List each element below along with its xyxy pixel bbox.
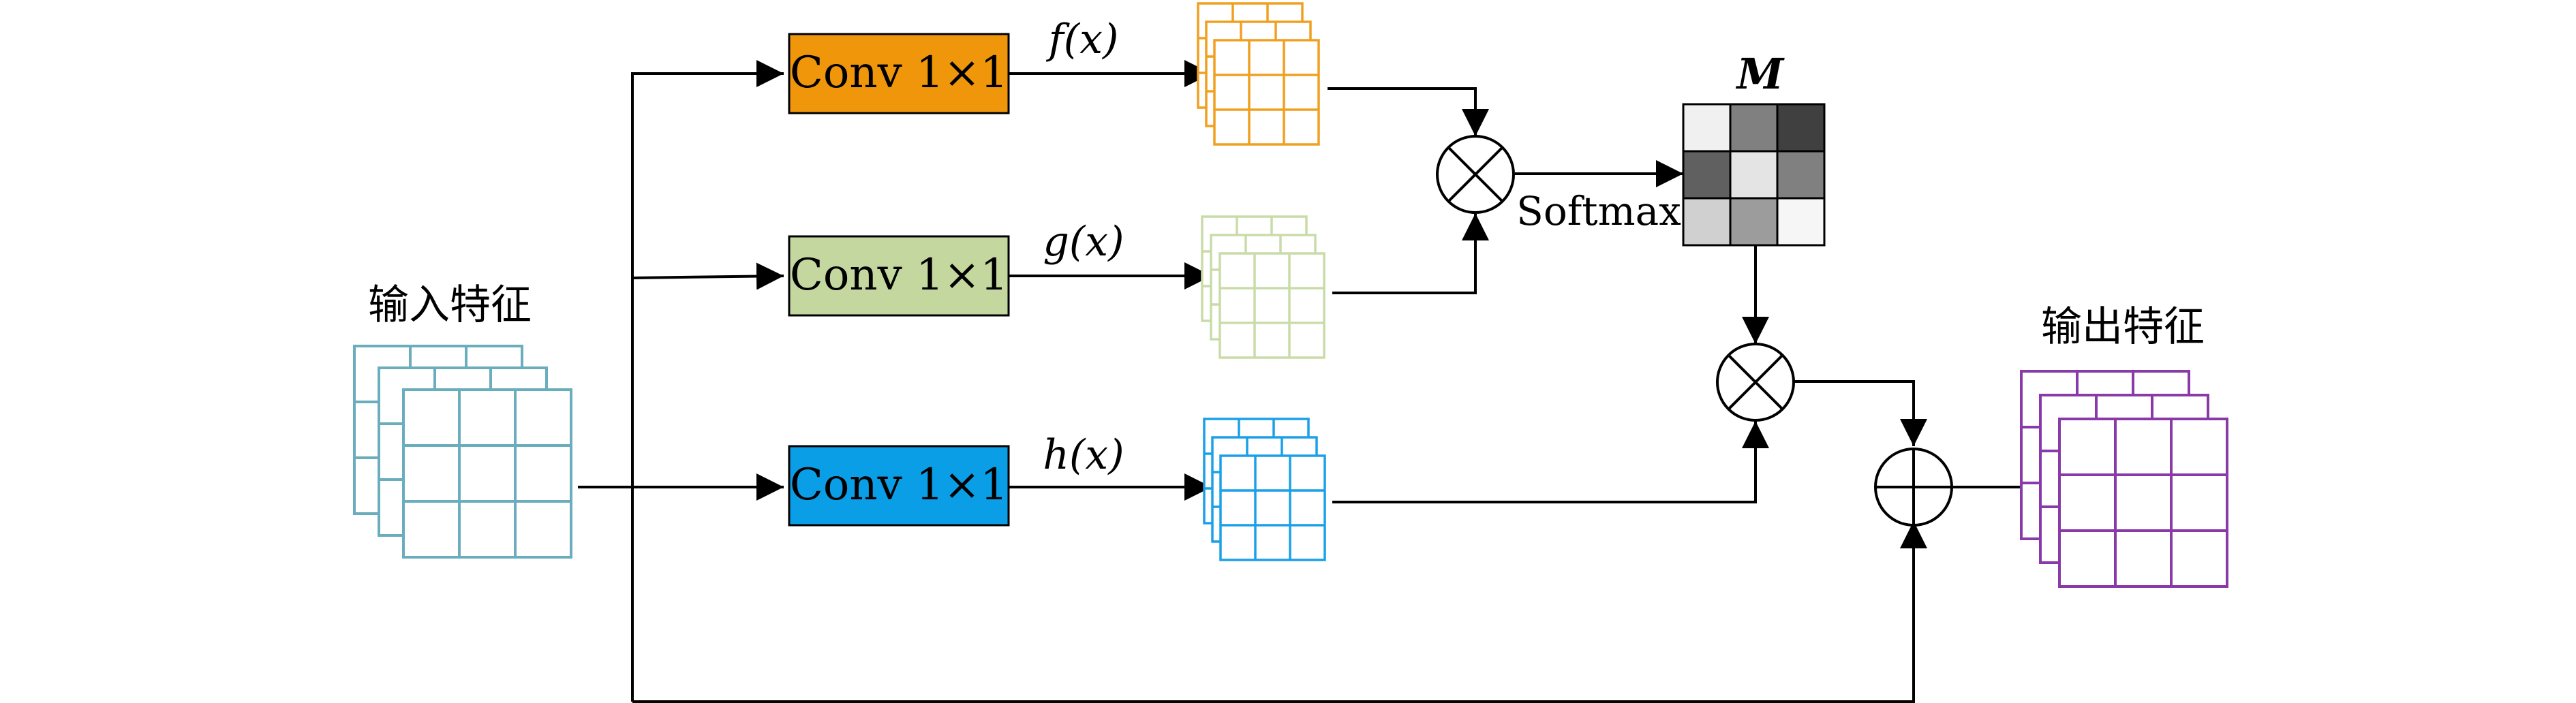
attention-map-cell xyxy=(1682,197,1732,247)
softmax-label: Softmax xyxy=(1516,188,1681,234)
edge-fx-to-multiply xyxy=(1328,87,1489,136)
input-feature-layer xyxy=(402,388,572,559)
attention-map-cell xyxy=(1729,150,1779,200)
attention-map-cell xyxy=(1682,150,1732,200)
conv-f-label: Conv 1×1 xyxy=(790,48,1008,98)
edge-residual-skip xyxy=(632,521,1927,703)
conv-h-box xyxy=(788,445,1010,527)
fx-feature-layer xyxy=(1213,39,1320,146)
attention-map-cell xyxy=(1776,150,1826,200)
conv-g-box xyxy=(788,235,1010,317)
multiply-operator-top xyxy=(1436,135,1515,214)
edge-trunk-to-conv-f xyxy=(631,60,784,702)
conv-f-node: Conv 1×1 xyxy=(788,33,1010,114)
hx-feature-layer xyxy=(1219,454,1326,561)
connections xyxy=(578,60,2053,703)
fx-label: f(x) xyxy=(1046,16,1119,63)
attention-map-label: M xyxy=(1736,49,1785,99)
attention-map-matrix xyxy=(1682,103,1826,247)
input-feature-map xyxy=(353,345,572,559)
attention-map-cell xyxy=(1776,197,1826,247)
conv-g-label: Conv 1×1 xyxy=(790,250,1008,300)
output-feature-layer xyxy=(2058,418,2228,588)
output-feature-label: 输出特征 xyxy=(2041,303,2205,351)
hx-label: h(x) xyxy=(1043,431,1124,479)
output-feature-map xyxy=(2020,370,2228,588)
edge-hx-to-multiply xyxy=(1332,421,1769,503)
gx-feature-layer xyxy=(1218,252,1325,359)
attention-map-cell xyxy=(1682,103,1732,153)
conv-h-node: Conv 1×1 xyxy=(788,445,1010,527)
add-operator xyxy=(1874,448,1953,527)
gx-feature-map xyxy=(1201,215,1325,359)
attention-map-cell xyxy=(1776,103,1826,153)
gx-label: g(x) xyxy=(1043,218,1124,266)
attention-map-cell xyxy=(1729,103,1779,153)
edge-gx-to-multiply xyxy=(1332,213,1489,294)
hx-feature-map xyxy=(1203,418,1326,561)
fx-feature-map xyxy=(1197,2,1320,146)
edge-multiply-to-add xyxy=(1794,380,1927,446)
input-feature-label: 输入特征 xyxy=(368,281,532,329)
conv-f-box xyxy=(788,33,1010,114)
edge-trunk-to-conv-g xyxy=(632,262,784,290)
attention-map-cell xyxy=(1729,197,1779,247)
conv-g-node: Conv 1×1 xyxy=(788,235,1010,317)
multiply-operator-bottom xyxy=(1716,343,1795,422)
conv-h-label: Conv 1×1 xyxy=(790,460,1008,510)
